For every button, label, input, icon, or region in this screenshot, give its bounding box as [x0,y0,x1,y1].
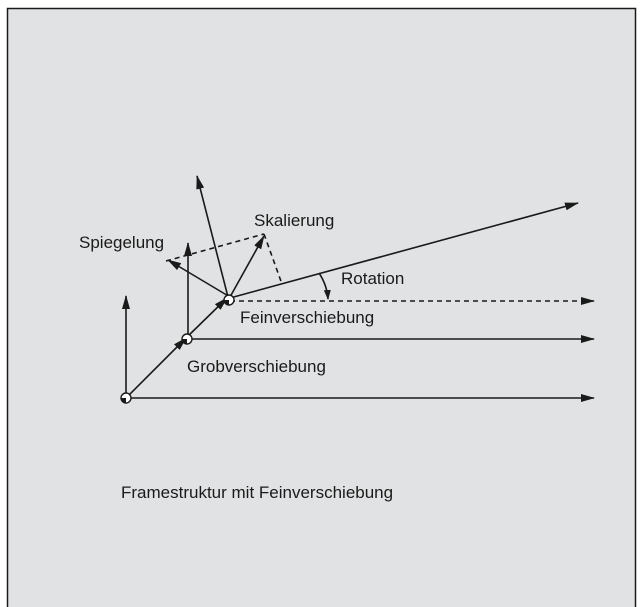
rotated-y-axis-arrow [196,175,229,298]
mirroring-vector-arrow [167,259,231,298]
rotated-x-axis-arrow [229,202,579,299]
label-rotation: Rotation [341,269,404,288]
diagram-panel [6,7,637,607]
diagram-caption: Framestruktur mit Feinverschiebung [121,483,393,502]
mirror-scale-dashed-line [165,233,265,262]
origin-symbol-coarse [181,333,193,345]
label-fine-offset: Feinverschiebung [240,308,374,327]
origin-symbol-base [120,392,132,404]
coarse-offset-arrow [125,337,187,399]
label-coarse-offset: Grobverschiebung [187,357,326,376]
scaling-vector-arrow [229,235,265,298]
origin-symbol-fine [223,294,235,306]
fine-offset-arrow [185,297,228,339]
label-scaling: Skalierung [254,211,334,230]
label-mirroring: Spiegelung [79,233,164,252]
rotation-angle-arc [318,272,331,300]
